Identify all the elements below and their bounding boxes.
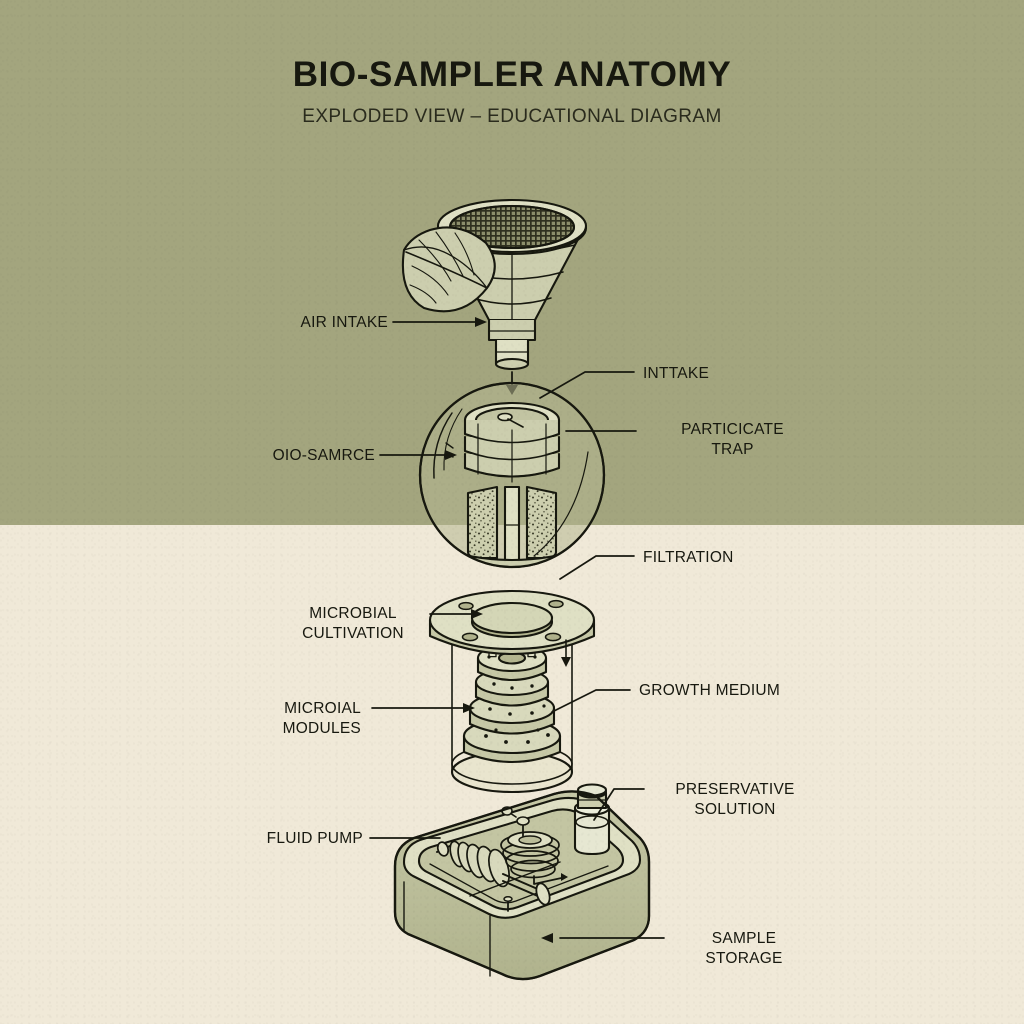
funnel-intake-assembly <box>401 198 588 371</box>
label-sample-storage: SAMPLE STORAGE <box>705 930 783 967</box>
label-fluid-pump: FLUID PUMP <box>266 830 363 847</box>
base-storage-unit <box>393 783 651 981</box>
label-intake: INTTAKE <box>643 365 710 382</box>
page-title: BIO-SAMPLER ANATOMY <box>292 55 732 94</box>
cultivation-chamber <box>428 589 596 794</box>
label-growth-medium: GROWTH MEDIUM <box>639 682 781 699</box>
label-particulate-trap: PARTICICATE TRAP <box>681 421 784 458</box>
label-bio-source: OIO-SAMRCE <box>272 447 375 464</box>
label-microbial-modules: MICROIAL MODULES <box>282 700 361 737</box>
label-air-intake: AIR INTAKE <box>300 314 388 331</box>
spherical-particulate-trap <box>418 381 606 569</box>
page-subtitle: EXPLODED VIEW – EDUCATIONAL DIAGRAM <box>302 105 722 127</box>
leader-lines <box>369 317 665 943</box>
fluid-pump-assembly <box>436 806 568 912</box>
growth-medium-discs <box>462 643 562 763</box>
chamber-flange-lid <box>428 589 596 656</box>
label-preservative-solution: PRESERVATIVE SOLUTION <box>675 781 795 818</box>
label-filtration: FILTRATION <box>643 549 734 566</box>
label-microbial-cultivation: MICROBIAL CULTIVATION <box>302 605 404 642</box>
title-block: BIO-SAMPLER ANATOMY EXPLODED VIEW – EDUC… <box>0 55 1024 128</box>
